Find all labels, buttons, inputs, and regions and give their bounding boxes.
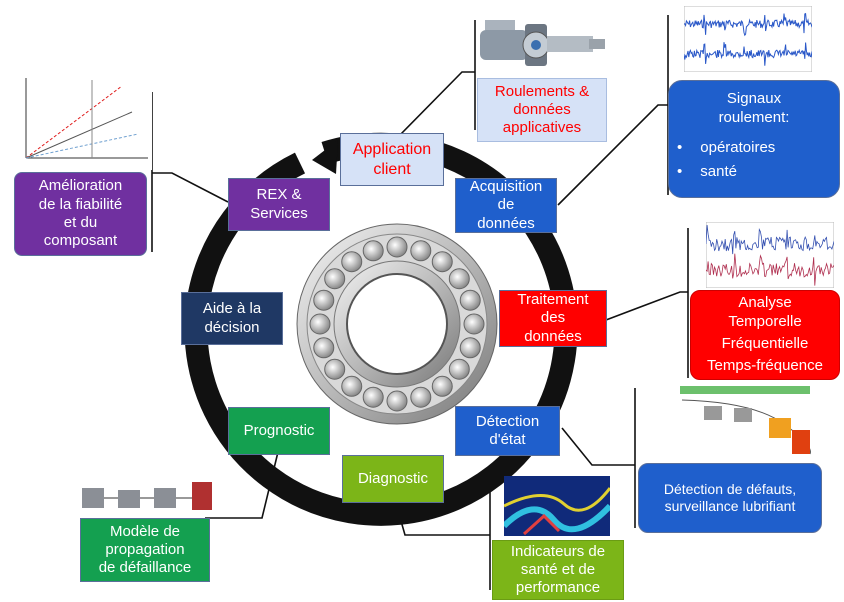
roller xyxy=(431,251,453,273)
detection-defauts-box[interactable]: Détection de défauts, surveillance lubri… xyxy=(638,463,822,533)
rex-services-box[interactable]: REX & Services xyxy=(228,178,330,231)
acquisition-box[interactable]: Acquisition de données xyxy=(455,178,557,233)
application-client-label: Application client xyxy=(352,140,432,178)
signaux-title: Signaux roulement: xyxy=(718,90,790,126)
prognostic-box[interactable]: Prognostic xyxy=(228,407,330,455)
traitement-label: Traitement des données xyxy=(517,291,589,345)
link-traitement xyxy=(605,291,688,321)
condition-monitoring-image xyxy=(664,384,814,456)
signaux-list: •opératoires •santé xyxy=(669,133,839,188)
roller xyxy=(459,337,481,359)
roulements-box[interactable]: Roulements & données applicatives xyxy=(477,78,607,142)
roller xyxy=(410,386,432,408)
indicateurs-label: Indicateurs de santé et de performance xyxy=(510,542,606,597)
frequentielle-label: Fréquentielle xyxy=(721,335,809,352)
detection-label: Détection d'état xyxy=(475,412,540,448)
detection-box[interactable]: Détection d'état xyxy=(455,406,560,456)
roller xyxy=(463,313,485,335)
aide-decision-label: Aide à la décision xyxy=(202,300,262,336)
roller xyxy=(313,289,335,311)
detection-defauts-label: Détection de défauts, surveillance lubri… xyxy=(663,480,797,514)
bearing-icon xyxy=(296,223,498,425)
modele-box[interactable]: Modèle de propagation de défaillance xyxy=(80,518,210,582)
analyse-label: Analyse Temporelle xyxy=(728,294,802,330)
failure-propagation-image xyxy=(82,482,212,510)
roller xyxy=(386,390,408,412)
roller xyxy=(362,386,384,408)
spectrogram-image xyxy=(504,476,610,536)
roller xyxy=(341,251,363,273)
link-roulements xyxy=(397,71,475,138)
roller xyxy=(324,268,346,290)
roller xyxy=(448,358,470,380)
amelioration-label: Amélioration de la fiabilité et du compo… xyxy=(38,177,123,250)
signal-waveform-image xyxy=(684,6,812,72)
modele-label: Modèle de propagation de défaillance xyxy=(98,522,192,577)
amelioration-box[interactable]: Amélioration de la fiabilité et du compo… xyxy=(14,172,147,256)
diagnostic-box[interactable]: Diagnostic xyxy=(342,455,444,503)
roulements-label: Roulements & données applicatives xyxy=(494,82,590,137)
signaux-item: •santé xyxy=(677,163,737,181)
acquisition-label: Acquisition de données xyxy=(469,178,543,232)
roller xyxy=(459,289,481,311)
prognostic-label: Prognostic xyxy=(243,421,315,439)
link-prognostic xyxy=(205,451,279,519)
link-diagnostic xyxy=(394,499,490,536)
roller xyxy=(431,375,453,397)
roller xyxy=(410,240,432,262)
temps-frequence-label: Temps-fréquence xyxy=(707,357,823,375)
roller xyxy=(309,313,331,335)
roller xyxy=(324,358,346,380)
link-rex xyxy=(152,172,229,203)
link-detection xyxy=(561,427,635,466)
diagnostic-label: Diagnostic xyxy=(357,469,429,487)
reliability-curve-image xyxy=(12,72,152,170)
bearing-assembly-icon xyxy=(480,20,605,66)
roller xyxy=(448,268,470,290)
rex-services-label: REX & Services xyxy=(250,186,308,222)
analyse-box[interactable]: Analyse Temporelle Fréquentielle Temps-f… xyxy=(690,290,840,380)
application-client-box[interactable]: Application client xyxy=(340,133,444,186)
indicateurs-box[interactable]: Indicateurs de santé et de performance xyxy=(492,540,624,600)
traitement-box[interactable]: Traitement des données xyxy=(499,290,607,347)
roller xyxy=(313,337,335,359)
temporal-plot-image xyxy=(706,222,834,288)
roller xyxy=(341,375,363,397)
roller xyxy=(386,236,408,258)
signaux-box[interactable]: Signaux roulement: •opératoires •santé xyxy=(668,80,840,198)
aide-decision-box[interactable]: Aide à la décision xyxy=(181,292,283,345)
signaux-item: •opératoires xyxy=(677,139,776,156)
roller xyxy=(362,240,384,262)
